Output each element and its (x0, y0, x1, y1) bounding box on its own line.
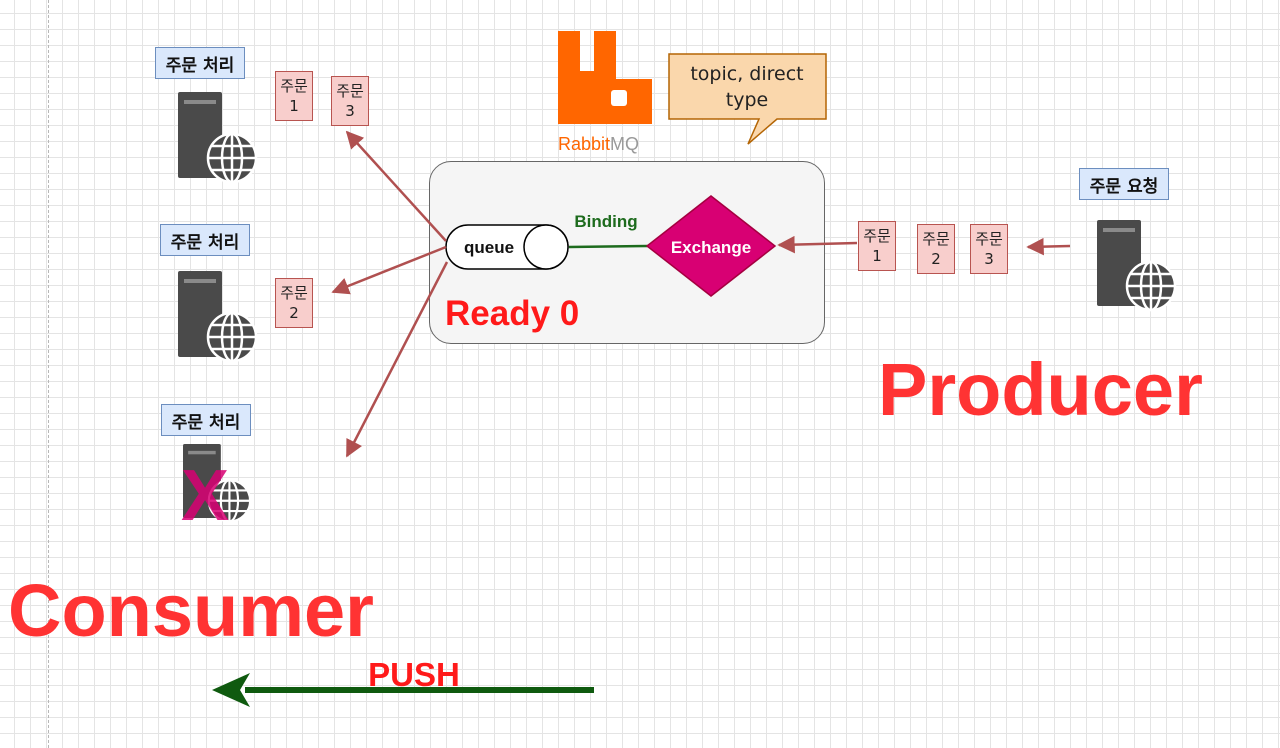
consumer-label: 주문 처리 (160, 224, 250, 256)
exchange-label: Exchange (671, 238, 751, 257)
queue-node: queue (445, 224, 569, 270)
push-label: PUSH (368, 656, 460, 693)
callout-text: topic, direct type (690, 63, 804, 111)
server-with-globe-icon (183, 444, 252, 523)
rabbitmq-logo-icon: RabbitMQ (558, 31, 652, 154)
publish-arrow (777, 235, 858, 254)
consumer-label: 주문 처리 (155, 47, 245, 79)
dashed-divider (48, 0, 49, 748)
binding-label: Binding (574, 212, 637, 231)
x-mark-icon: X (181, 456, 229, 536)
publish-arrow (1026, 237, 1071, 256)
consumer-title: Consumer (8, 569, 374, 652)
queue-label: queue (464, 238, 514, 257)
server-with-globe-icon (178, 92, 258, 184)
deliver-arrow (331, 245, 447, 295)
svg-text:RabbitMQ: RabbitMQ (558, 134, 639, 154)
binding-line (568, 244, 649, 249)
server-with-globe-icon (178, 271, 258, 363)
ready-count: Ready 0 (445, 294, 579, 333)
producer-title: Producer (878, 348, 1203, 431)
deliver-arrow (345, 261, 449, 458)
deliver-arrow (345, 130, 447, 242)
callout-bubble (668, 53, 827, 145)
push-arrow (212, 673, 594, 707)
producer-label: 주문 요청 (1079, 168, 1169, 200)
server-with-globe-icon (1097, 220, 1177, 312)
exchange-node: Exchange (645, 195, 777, 297)
consumer-label: 주문 처리 (161, 404, 251, 436)
